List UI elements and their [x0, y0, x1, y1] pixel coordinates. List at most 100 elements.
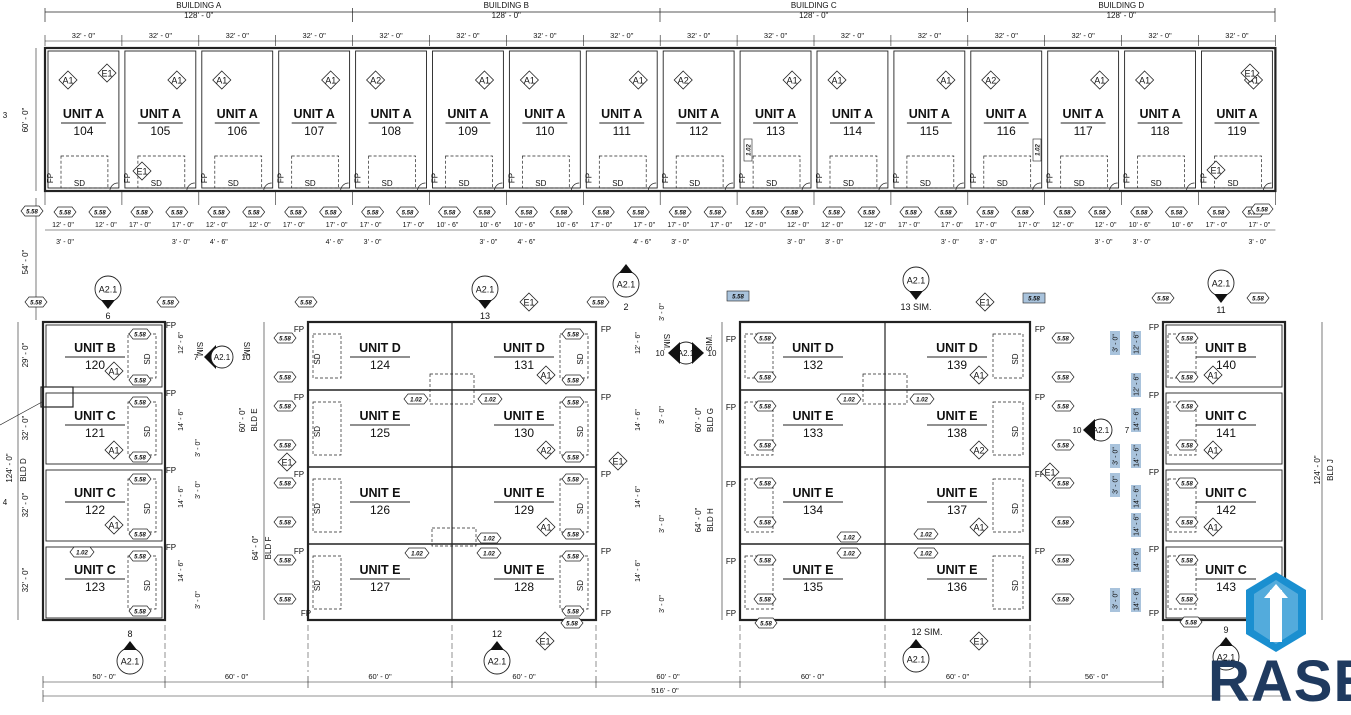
- window-tag-icon: [753, 371, 777, 383]
- smoke-detector-label: SD: [576, 580, 585, 591]
- window-tag-label: 5.58: [597, 211, 609, 217]
- window-tag-icon: [273, 400, 297, 412]
- window-tag-label: 5.58: [1181, 405, 1193, 411]
- unit-name-label: UNIT E: [504, 409, 545, 423]
- window-tag-icon: [780, 206, 804, 218]
- small-dim-label: 3' - 0": [671, 239, 689, 246]
- window-tag-label: 5.58: [1252, 297, 1264, 303]
- window-tag-label: 5.58: [30, 301, 42, 307]
- section-marker-label: A2.1: [121, 657, 140, 667]
- fireplace-label: FP: [166, 321, 176, 330]
- window-tag-icon: [130, 206, 154, 218]
- dim-label: 14' - 6": [178, 486, 185, 508]
- unit-type-tag-icon: [536, 440, 556, 460]
- dim-highlight: [1131, 373, 1141, 397]
- door-tag-icon: [836, 531, 862, 543]
- window-tag-label: 5.58: [567, 379, 579, 385]
- window-tag-label: 5.58: [759, 444, 771, 450]
- unit-type-tag-icon: [474, 70, 495, 90]
- unit-interior-outline: [1167, 478, 1197, 533]
- unit-number-label: 122: [85, 503, 105, 517]
- module-dim-label: 32' - 0": [456, 31, 480, 40]
- unit-wall: [45, 324, 163, 388]
- unit-wall: [739, 50, 812, 189]
- small-dim-label: 4' - 6": [633, 239, 651, 246]
- window-tag-icon: [1175, 477, 1199, 489]
- building-label: BUILDING C: [791, 1, 837, 10]
- window-tag-icon: [207, 206, 231, 218]
- fireplace-label: FP: [601, 325, 611, 334]
- unit-type-tag-icon: [782, 70, 802, 90]
- unit-type-tag-label: A1: [973, 523, 984, 533]
- dim-label: 3' - 0": [1113, 334, 1120, 352]
- dim-label: 32' - 0": [21, 415, 30, 440]
- unit-wall: [585, 50, 658, 189]
- fireplace-label: FP: [815, 173, 824, 183]
- unit-name-label: UNIT E: [937, 409, 978, 423]
- window-tag-label: 5.58: [674, 211, 686, 217]
- section-arrow-icon: [668, 342, 680, 364]
- window-tag-label: 5.58: [279, 482, 291, 488]
- window-tag-icon: [1165, 206, 1188, 218]
- smoke-detector-label: SD: [576, 353, 585, 364]
- window-tag-blue-icon: [561, 396, 585, 408]
- dim-label: 3' - 0": [195, 481, 202, 499]
- window-tag-icon: [361, 206, 385, 218]
- sub-dim-label: 10' - 6": [556, 222, 578, 229]
- unit-type-tag-label: E1: [612, 457, 623, 467]
- dim-label: 32' - 0": [21, 492, 30, 517]
- door-swing-icon: [186, 182, 195, 192]
- fireplace-label: FP: [166, 389, 176, 398]
- window-tag-label: 5.58: [1136, 211, 1148, 217]
- window-tag-label: 5.58: [59, 211, 71, 217]
- smoke-detector-label: SD: [151, 179, 162, 188]
- window-tag-label: 5.58: [982, 211, 994, 217]
- section-arrow-icon: [123, 641, 137, 650]
- small-dim-label: 4' - 6": [517, 239, 535, 246]
- sub-dim-label: 12' - 0": [821, 222, 843, 229]
- window-tag-icon: [1051, 371, 1075, 383]
- smoke-detector-label: SD: [381, 179, 392, 188]
- window-tag-icon: [1151, 292, 1175, 304]
- door-tag-icon: [477, 393, 503, 405]
- unit-type-tag-label: A1: [540, 523, 551, 533]
- dim-label: 14' - 6": [1134, 486, 1141, 508]
- unit-type-tag-icon: [1203, 365, 1223, 385]
- window-tag-blue-icon: [128, 328, 152, 340]
- fireplace-label: FP: [601, 609, 611, 618]
- building-label: BUILDING B: [484, 1, 529, 10]
- unit-name-label: UNIT A: [986, 107, 1027, 121]
- window-tag-label: 5.58: [1181, 521, 1193, 527]
- unit-wall: [124, 50, 197, 189]
- unit-type-tag-icon: [104, 361, 124, 381]
- small-dim-label: 3' - 0": [56, 239, 74, 246]
- section-number-label: 11: [1216, 305, 1225, 315]
- unit-type-tag-label: E1: [523, 298, 534, 308]
- unit-name-label: UNIT A: [832, 107, 873, 121]
- dim-highlight: [1110, 588, 1120, 612]
- small-dim-label: 3' - 0": [1133, 239, 1151, 246]
- window-tag-icon: [514, 206, 538, 218]
- door-swing-icon: [570, 182, 580, 192]
- door-tag-icon: [836, 393, 862, 405]
- unit-type-tag-label: A1: [108, 367, 119, 377]
- unit-interior-outline: [1137, 155, 1185, 189]
- door-tag-label: 1.02: [1036, 144, 1042, 156]
- unit-wall: [1165, 469, 1283, 542]
- unit-type-tag-label: E1: [136, 167, 147, 177]
- window-tag-icon: [1179, 616, 1203, 628]
- dim-label: 3' - 0": [659, 406, 666, 424]
- unit-wall: [355, 50, 427, 189]
- window-tag-icon: [294, 296, 318, 308]
- unit-name-label: UNIT A: [140, 107, 181, 121]
- window-tag-blue-icon: [561, 473, 585, 485]
- unit-type-tag-label: A1: [216, 76, 227, 86]
- window-tag-label: 5.58: [1057, 405, 1069, 411]
- window-tag-label: 5.58: [567, 333, 579, 339]
- window-tag-label: 5.58: [759, 559, 771, 565]
- window-tag-label: 5.58: [759, 337, 771, 343]
- sub-dim-label: 17' - 0": [403, 222, 425, 229]
- dim-highlight: [1131, 513, 1141, 537]
- window-tag-icon: [1051, 439, 1075, 451]
- unit-type-tag-icon: [969, 365, 989, 385]
